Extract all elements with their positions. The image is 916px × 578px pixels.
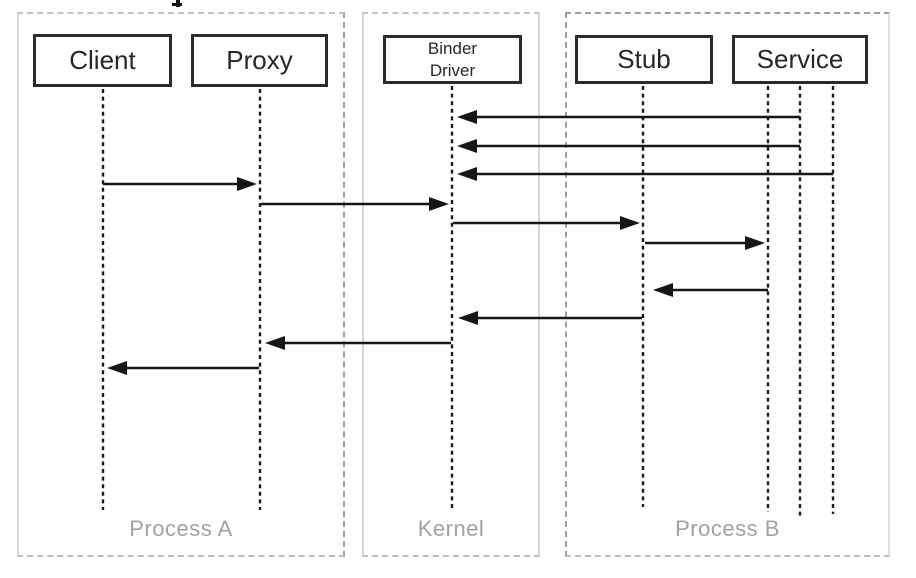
message-service-return-stub: [653, 283, 768, 297]
arrowhead-service-thread2-wait-b: [457, 139, 477, 153]
arrowhead-proxy-return-client: [107, 361, 127, 375]
actor-box-proxy: Proxy: [191, 34, 328, 87]
actor-box-service: Service: [732, 35, 868, 84]
message-binder-reply-proxy: [265, 336, 451, 350]
actor-label-stub: Stub: [617, 43, 671, 74]
message-proxy-transact-binder: [261, 197, 449, 211]
actor-label-service: Service: [756, 43, 844, 74]
actor-label-binder-driver: Binder Driver: [427, 39, 478, 80]
region-kernel: Kernel: [362, 12, 540, 557]
arrowhead-binder-dispatch-stub: [620, 216, 640, 230]
arrowhead-stub-call-service: [745, 236, 765, 250]
region-process-a: Process A: [17, 12, 345, 557]
cropped-text-fragment: [171, 0, 183, 8]
actor-box-client: Client: [33, 34, 172, 87]
actor-box-binder-driver: Binder Driver: [383, 35, 522, 84]
region-label-process-b: Process B: [675, 516, 780, 541]
actor-box-stub: Stub: [575, 35, 713, 84]
message-stub-reply-binder: [458, 311, 642, 325]
arrowhead-stub-reply-binder: [458, 311, 478, 325]
arrowhead-client-call-proxy: [237, 177, 257, 191]
arrowhead-binder-reply-proxy: [265, 336, 285, 350]
cropped-glyph-base: [172, 3, 182, 6]
message-proxy-return-client: [107, 361, 259, 375]
region-process-b: Process B: [565, 12, 890, 557]
message-service-thread2-wait-b: [457, 139, 800, 153]
message-stub-call-service: [645, 236, 765, 250]
actor-label-client: Client: [69, 44, 136, 75]
message-client-call-proxy: [103, 177, 257, 191]
region-label-kernel: Kernel: [417, 516, 485, 541]
actor-label-proxy: Proxy: [226, 44, 293, 75]
message-binder-dispatch-stub: [453, 216, 640, 230]
arrowhead-proxy-transact-binder: [429, 197, 449, 211]
arrowhead-service-return-stub: [653, 283, 673, 297]
region-label-process-a: Process A: [129, 516, 233, 541]
arrowhead-service-thread3-wait: [457, 167, 477, 181]
arrowhead-service-thread2-wait-a: [457, 110, 477, 124]
message-service-thread2-wait-a: [457, 110, 800, 124]
message-service-thread3-wait: [457, 167, 833, 181]
